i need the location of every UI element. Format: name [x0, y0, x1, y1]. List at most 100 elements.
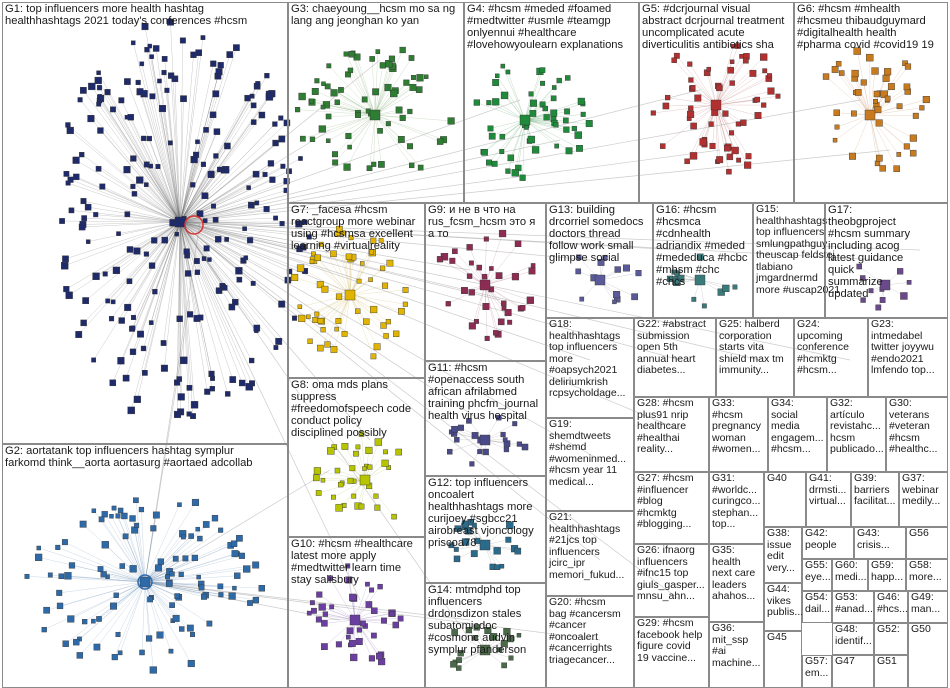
node: [473, 99, 480, 106]
node: [359, 474, 371, 486]
group-label-g23: G23: intmedabel twitter joyywu #endo2021…: [871, 318, 935, 376]
node: [217, 62, 224, 69]
edge: [95, 214, 181, 223]
node: [479, 644, 491, 656]
node: [390, 89, 398, 98]
node: [190, 182, 196, 188]
node: [348, 640, 356, 647]
node: [75, 331, 83, 338]
node: [211, 203, 217, 209]
group-box-g39: G39: barriers facilitat...: [851, 472, 899, 527]
edge: [322, 606, 356, 621]
edge: [144, 553, 238, 583]
node: [505, 168, 511, 174]
node: [313, 467, 321, 475]
node: [183, 248, 190, 255]
node: [526, 296, 534, 304]
node: [296, 264, 305, 272]
node: [476, 264, 483, 271]
node: [345, 563, 351, 569]
edge: [524, 119, 557, 147]
edge: [163, 221, 181, 344]
edge: [374, 87, 414, 116]
node: [236, 535, 243, 542]
edge: [374, 63, 390, 116]
edge: [101, 519, 146, 583]
group-label-g10: G10: #hcsm #healthcare latest more apply…: [291, 538, 413, 586]
edge: [179, 221, 371, 441]
node: [501, 305, 507, 311]
node: [250, 102, 257, 109]
node: [130, 155, 137, 162]
node: [369, 109, 381, 121]
node: [102, 271, 108, 277]
node: [562, 117, 569, 124]
node: [264, 73, 270, 79]
edge: [179, 149, 721, 223]
edge: [179, 173, 257, 223]
node: [93, 643, 101, 651]
node: [36, 545, 41, 551]
node: [689, 152, 698, 160]
node: [879, 165, 886, 172]
group-box-g26: G26: ifnaorg influencers #ifnc15 top giu…: [634, 544, 709, 617]
node: [133, 497, 139, 504]
node: [407, 143, 413, 150]
edge: [319, 594, 356, 621]
node: [295, 220, 303, 228]
edge: [70, 130, 181, 223]
edge: [132, 186, 181, 223]
node: [767, 73, 773, 79]
node: [363, 318, 370, 325]
edge: [179, 221, 198, 262]
edge: [179, 154, 197, 223]
node: [731, 146, 739, 155]
edge: [144, 504, 180, 583]
edge: [374, 111, 410, 116]
edge: [144, 543, 235, 583]
node: [519, 114, 531, 126]
node: [80, 198, 87, 205]
edge: [364, 441, 379, 481]
edge: [524, 119, 567, 130]
node: [349, 465, 356, 472]
node: [579, 296, 585, 302]
edge: [130, 117, 181, 223]
node: [108, 316, 115, 322]
node: [182, 555, 189, 562]
node: [411, 75, 416, 80]
group-box-g9: G9: и не в что на rus_fcsm_hcsm это я а …: [425, 203, 546, 361]
edge: [349, 237, 352, 296]
node: [109, 514, 114, 519]
node: [378, 238, 384, 243]
edge: [352, 52, 376, 116]
edge: [170, 22, 181, 223]
edge: [136, 221, 181, 252]
node: [97, 94, 103, 99]
edge: [61, 575, 146, 583]
group-label-g57: G57: em...: [805, 655, 829, 679]
edge: [179, 221, 681, 601]
edge: [179, 75, 268, 223]
node: [436, 256, 444, 263]
node: [565, 75, 571, 81]
node: [864, 109, 876, 121]
node: [232, 298, 239, 306]
node: [345, 576, 353, 584]
edge: [98, 72, 181, 223]
edge: [488, 102, 526, 121]
edge: [179, 221, 225, 288]
node: [371, 607, 378, 615]
edge: [144, 581, 202, 585]
group-box-g57: G57: em...: [802, 655, 832, 688]
edge: [374, 51, 379, 116]
node: [880, 90, 889, 98]
edge: [144, 581, 173, 621]
group-label-g37: G37: webinar medily...: [902, 472, 941, 507]
group-label-g15: G15: healthhashtags top influencers smlu…: [756, 203, 841, 296]
edge: [715, 75, 770, 106]
node: [875, 119, 883, 127]
edge: [369, 114, 376, 169]
group-box-g48: G48: identif...: [832, 623, 874, 655]
group-label-g47: G47: [835, 655, 855, 667]
